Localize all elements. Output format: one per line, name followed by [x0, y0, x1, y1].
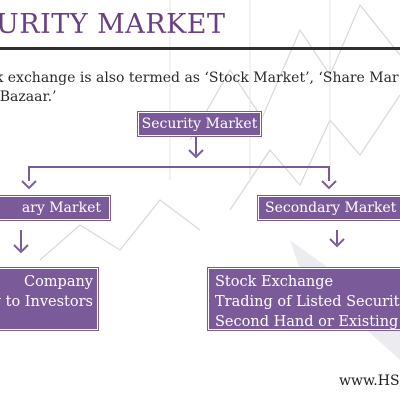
intro-text: ck exchange is also termed as ‘Stock Mar…	[0, 70, 399, 105]
primary-market-details: Company y to Investors	[0, 268, 98, 330]
page-title: URITY MARKET	[0, 9, 226, 40]
node-secondary-market: Secondary Market	[258, 196, 400, 220]
primary-detail-line: Company	[23, 274, 93, 290]
secondary-down-arrow-head	[329, 238, 345, 248]
website-link[interactable]: www.HS	[339, 373, 400, 389]
primary-branch-arrow-head	[21, 180, 37, 190]
secondary-detail-line: Second Hand or Existing S	[215, 314, 400, 330]
root-arrow-head	[188, 149, 204, 159]
secondary-detail-line: Trading of Listed Securiti	[215, 294, 400, 310]
node-primary-market: ary Market	[0, 196, 110, 220]
secondary-market-details: Stock Exchange Trading of Listed Securit…	[208, 268, 400, 330]
primary-detail-line: y to Investors	[0, 294, 93, 310]
branch-line	[28, 166, 330, 181]
secondary-branch-arrow-head	[321, 180, 337, 190]
secondary-detail-line: Stock Exchange	[215, 274, 334, 290]
node-security-market: Security Market	[138, 112, 261, 136]
primary-down-arrow-head	[13, 244, 29, 254]
title-divider	[0, 47, 400, 50]
